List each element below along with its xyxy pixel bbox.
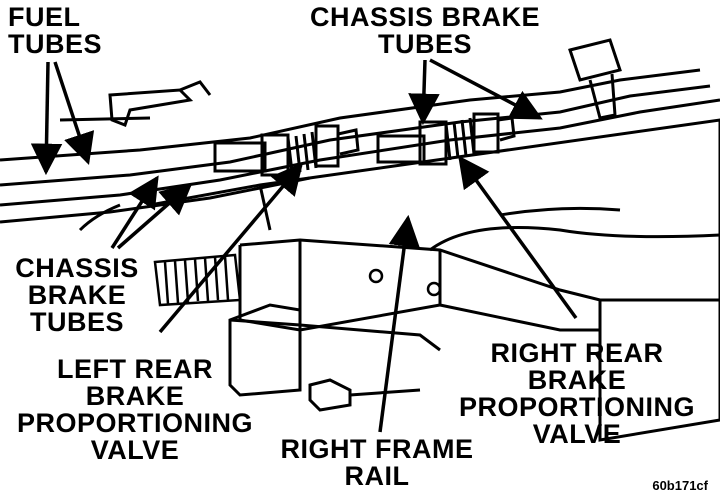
- label-left-valve-line4: VALVE: [90, 435, 180, 465]
- label-left-valve-line3: PROPORTIONING: [16, 408, 253, 438]
- label-left-valve-line2: BRAKE: [85, 381, 185, 411]
- figure-id: 60b171cf: [652, 478, 708, 493]
- label-left-valve-line1: LEFT REAR: [57, 354, 213, 384]
- label-frame-rail-line2: RAIL: [344, 461, 410, 491]
- arrow-chassis-top-1: [408, 59, 440, 126]
- arrow-chassis-left-1: [110, 175, 159, 249]
- arrow-left-valve: [158, 162, 304, 334]
- arrow-chassis-left-2: [116, 182, 193, 250]
- arrow-fuel-tubes-2: [53, 61, 95, 165]
- label-chassis-brake-tubes-top: CHASSIS BRAKE TUBES: [300, 4, 550, 58]
- label-right-valve-line4: VALVE: [532, 419, 622, 449]
- label-right-valve-line2: BRAKE: [527, 365, 627, 395]
- label-fuel-tubes-line1: FUEL: [8, 2, 81, 32]
- label-chassis-left-line2: BRAKE: [27, 280, 127, 310]
- label-chassis-brake-tubes-left: CHASSIS BRAKE TUBES: [2, 255, 152, 336]
- label-fuel-tubes-line2: TUBES: [8, 29, 103, 59]
- rail-bolts: [368, 268, 442, 297]
- upper-clip-drawing: [108, 80, 212, 127]
- arrow-right-valve: [458, 155, 578, 320]
- label-right-rear-valve: RIGHT REAR BRAKE PROPORTIONING VALVE: [444, 340, 710, 448]
- label-right-valve-line1: RIGHT REAR: [490, 338, 664, 368]
- label-right-frame-rail: RIGHT FRAME RAIL: [262, 436, 492, 490]
- label-chassis-left-line3: TUBES: [29, 307, 124, 337]
- leader-arrows: [30, 58, 578, 433]
- label-chassis-left-line1: CHASSIS: [15, 253, 139, 283]
- label-right-valve-line3: PROPORTIONING: [458, 392, 695, 422]
- label-chassis-top-line2: TUBES: [377, 29, 472, 59]
- label-frame-rail-line1: RIGHT FRAME: [280, 434, 474, 464]
- left-valve-drawing: [213, 124, 360, 177]
- label-left-rear-valve: LEFT REAR BRAKE PROPORTIONING VALVE: [4, 356, 266, 464]
- arrow-fuel-tubes-1: [30, 61, 63, 176]
- tube-bundle-drawing: [0, 38, 720, 232]
- right-valve-drawing: [376, 112, 516, 166]
- label-fuel-tubes: FUEL TUBES: [8, 4, 102, 58]
- flex-hose-drawing: [153, 253, 242, 307]
- arrow-frame-rail: [378, 214, 420, 433]
- label-chassis-top-line1: CHASSIS BRAKE: [309, 2, 541, 32]
- arrow-chassis-top-2: [429, 58, 543, 120]
